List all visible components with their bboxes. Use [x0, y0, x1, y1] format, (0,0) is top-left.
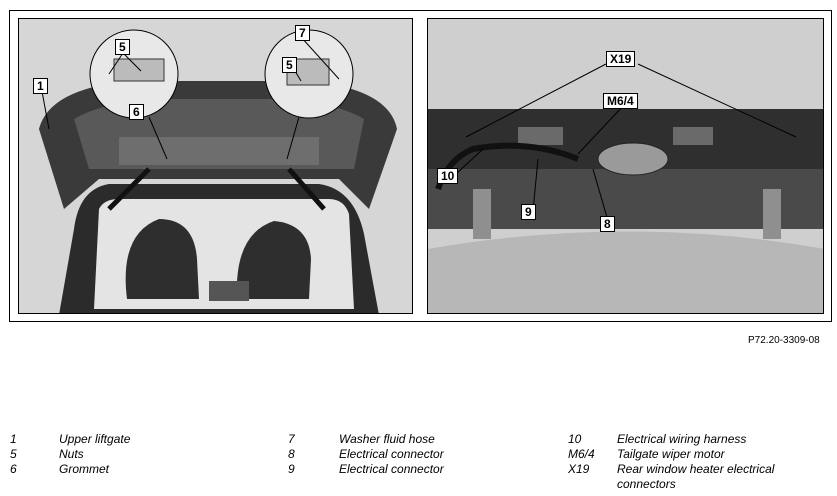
legend-number: 10 — [568, 432, 582, 446]
callout-5-left: 5 — [115, 39, 130, 55]
legend-number: M6/4 — [568, 447, 595, 461]
wiper-motor-illustration — [428, 19, 823, 313]
legend-text: Tailgate wiper motor — [617, 447, 725, 461]
legend-number: 6 — [10, 462, 17, 476]
right-photo-panel: X19 M6/4 10 9 8 — [427, 18, 824, 314]
callout-x19: X19 — [606, 51, 636, 67]
legend-text: Nuts — [59, 447, 84, 461]
callout-6: 6 — [129, 104, 144, 120]
legend-text: Grommet — [59, 462, 110, 476]
legend-number: 7 — [288, 432, 295, 446]
legend-number: 9 — [288, 462, 295, 476]
figure-frame: 1 5 6 7 5 — [9, 10, 832, 322]
legend-text: Washer fluid hose — [339, 432, 435, 446]
callout-5-right: 5 — [282, 57, 297, 73]
legend-item: X19 Rear window heater electrical connec… — [568, 462, 828, 492]
legend-text: Rear window heater electrical connectors — [617, 462, 775, 491]
legend-text: Electrical wiring harness — [617, 432, 747, 446]
callout-7: 7 — [295, 25, 310, 41]
callout-9: 9 — [521, 204, 536, 220]
legend-number: 1 — [10, 432, 17, 446]
callout-8: 8 — [600, 216, 615, 232]
figure-reference-code: P72.20-3309-08 — [748, 335, 820, 346]
legend-number: 8 — [288, 447, 295, 461]
legend-number: X19 — [568, 462, 590, 476]
legend-text: Electrical connector — [339, 447, 444, 461]
legend-text: Electrical connector — [339, 462, 444, 476]
car-rear-illustration — [19, 19, 412, 313]
callout-10: 10 — [437, 168, 459, 184]
left-photo-panel: 1 5 6 7 5 — [18, 18, 413, 314]
legend-text: Upper liftgate — [59, 432, 131, 446]
callout-1: 1 — [33, 78, 48, 94]
callout-m6-4: M6/4 — [603, 93, 638, 109]
legend: 1 Upper liftgate 5 Nuts 6 Grommet 7 Wash… — [0, 432, 837, 496]
legend-number: 5 — [10, 447, 17, 461]
